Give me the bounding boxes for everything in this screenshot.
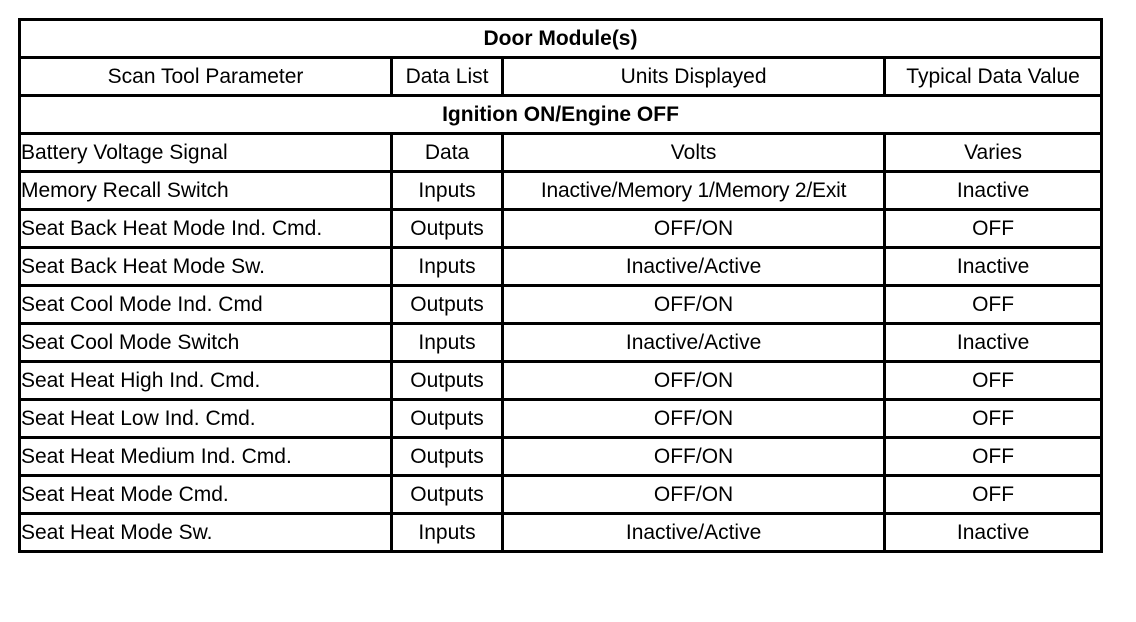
table-title: Door Module(s) [18, 18, 1103, 59]
cell-units: OFF/ON [500, 398, 887, 439]
table-row: Seat Back Heat Mode Ind. Cmd. Outputs OF… [17, 208, 1103, 249]
column-header-typical-data-value: Typical Data Value [883, 56, 1103, 97]
cell-parameter: Seat Heat Mode Sw. [17, 512, 394, 553]
cell-units: OFF/ON [500, 436, 887, 477]
cell-parameter: Seat Cool Mode Ind. Cmd [17, 284, 394, 325]
cell-typical-value: Inactive [883, 246, 1103, 287]
cell-data-list: Inputs [390, 512, 504, 553]
column-header-units-displayed: Units Displayed [500, 56, 887, 97]
cell-data-list: Outputs [390, 208, 504, 249]
table-row: Seat Heat Low Ind. Cmd. Outputs OFF/ON O… [17, 398, 1103, 439]
cell-typical-value: Inactive [883, 170, 1103, 211]
cell-units: Volts [500, 132, 887, 173]
cell-parameter: Seat Heat Mode Cmd. [17, 474, 394, 515]
cell-units: Inactive/Active [500, 322, 887, 363]
cell-typical-value: OFF [883, 474, 1103, 515]
cell-data-list: Outputs [390, 360, 504, 401]
table-row: Seat Cool Mode Switch Inputs Inactive/Ac… [17, 322, 1103, 363]
section-header-ignition-on-engine-off: Ignition ON/Engine OFF [18, 94, 1103, 135]
cell-typical-value: OFF [883, 398, 1103, 439]
cell-units: OFF/ON [500, 208, 887, 249]
table-row: Seat Heat Mode Sw. Inputs Inactive/Activ… [17, 512, 1103, 553]
cell-units: Inactive/Active [500, 512, 887, 553]
cell-data-list: Outputs [390, 284, 504, 325]
cell-units: OFF/ON [500, 360, 887, 401]
cell-parameter: Seat Back Heat Mode Sw. [17, 246, 394, 287]
cell-data-list: Inputs [390, 170, 504, 211]
cell-units: OFF/ON [500, 284, 887, 325]
table-row: Seat Heat High Ind. Cmd. Outputs OFF/ON … [17, 360, 1103, 401]
table-row: Seat Heat Mode Cmd. Outputs OFF/ON OFF [17, 474, 1103, 515]
cell-parameter: Battery Voltage Signal [17, 132, 394, 173]
table-row: Seat Heat Medium Ind. Cmd. Outputs OFF/O… [17, 436, 1103, 477]
cell-data-list: Outputs [390, 398, 504, 439]
cell-typical-value: OFF [883, 360, 1103, 401]
cell-parameter: Seat Heat Medium Ind. Cmd. [17, 436, 394, 477]
table-row: Seat Back Heat Mode Sw. Inputs Inactive/… [17, 246, 1103, 287]
table-title-row: Door Module(s) [18, 18, 1103, 59]
cell-parameter: Memory Recall Switch [17, 170, 394, 211]
cell-typical-value: OFF [883, 284, 1103, 325]
table-header-row: Scan Tool Parameter Data List Units Disp… [17, 56, 1103, 97]
cell-typical-value: Inactive [883, 512, 1103, 553]
cell-typical-value: Inactive [883, 322, 1103, 363]
cell-data-list: Outputs [390, 436, 504, 477]
column-header-data-list: Data List [390, 56, 504, 97]
cell-parameter: Seat Heat Low Ind. Cmd. [17, 398, 394, 439]
cell-data-list: Inputs [390, 246, 504, 287]
section-header-row: Ignition ON/Engine OFF [18, 94, 1103, 135]
cell-typical-value: Varies [883, 132, 1103, 173]
table-row: Memory Recall Switch Inputs Inactive/Mem… [17, 170, 1103, 211]
cell-units: OFF/ON [500, 474, 887, 515]
cell-data-list: Inputs [390, 322, 504, 363]
column-header-scan-tool-parameter: Scan Tool Parameter [17, 56, 394, 97]
scan-tool-parameter-table: Door Module(s) Scan Tool Parameter Data … [17, 18, 1103, 553]
cell-parameter: Seat Back Heat Mode Ind. Cmd. [17, 208, 394, 249]
cell-typical-value: OFF [883, 436, 1103, 477]
table-row: Seat Cool Mode Ind. Cmd Outputs OFF/ON O… [17, 284, 1103, 325]
cell-parameter: Seat Heat High Ind. Cmd. [17, 360, 394, 401]
cell-parameter: Seat Cool Mode Switch [17, 322, 394, 363]
table-row: Battery Voltage Signal Data Volts Varies [17, 132, 1103, 173]
table-body: Door Module(s) Scan Tool Parameter Data … [17, 18, 1103, 553]
cell-data-list: Data [390, 132, 504, 173]
cell-data-list: Outputs [390, 474, 504, 515]
cell-typical-value: OFF [883, 208, 1103, 249]
cell-units: Inactive/Memory 1/Memory 2/Exit [500, 170, 887, 211]
cell-units: Inactive/Active [500, 246, 887, 287]
